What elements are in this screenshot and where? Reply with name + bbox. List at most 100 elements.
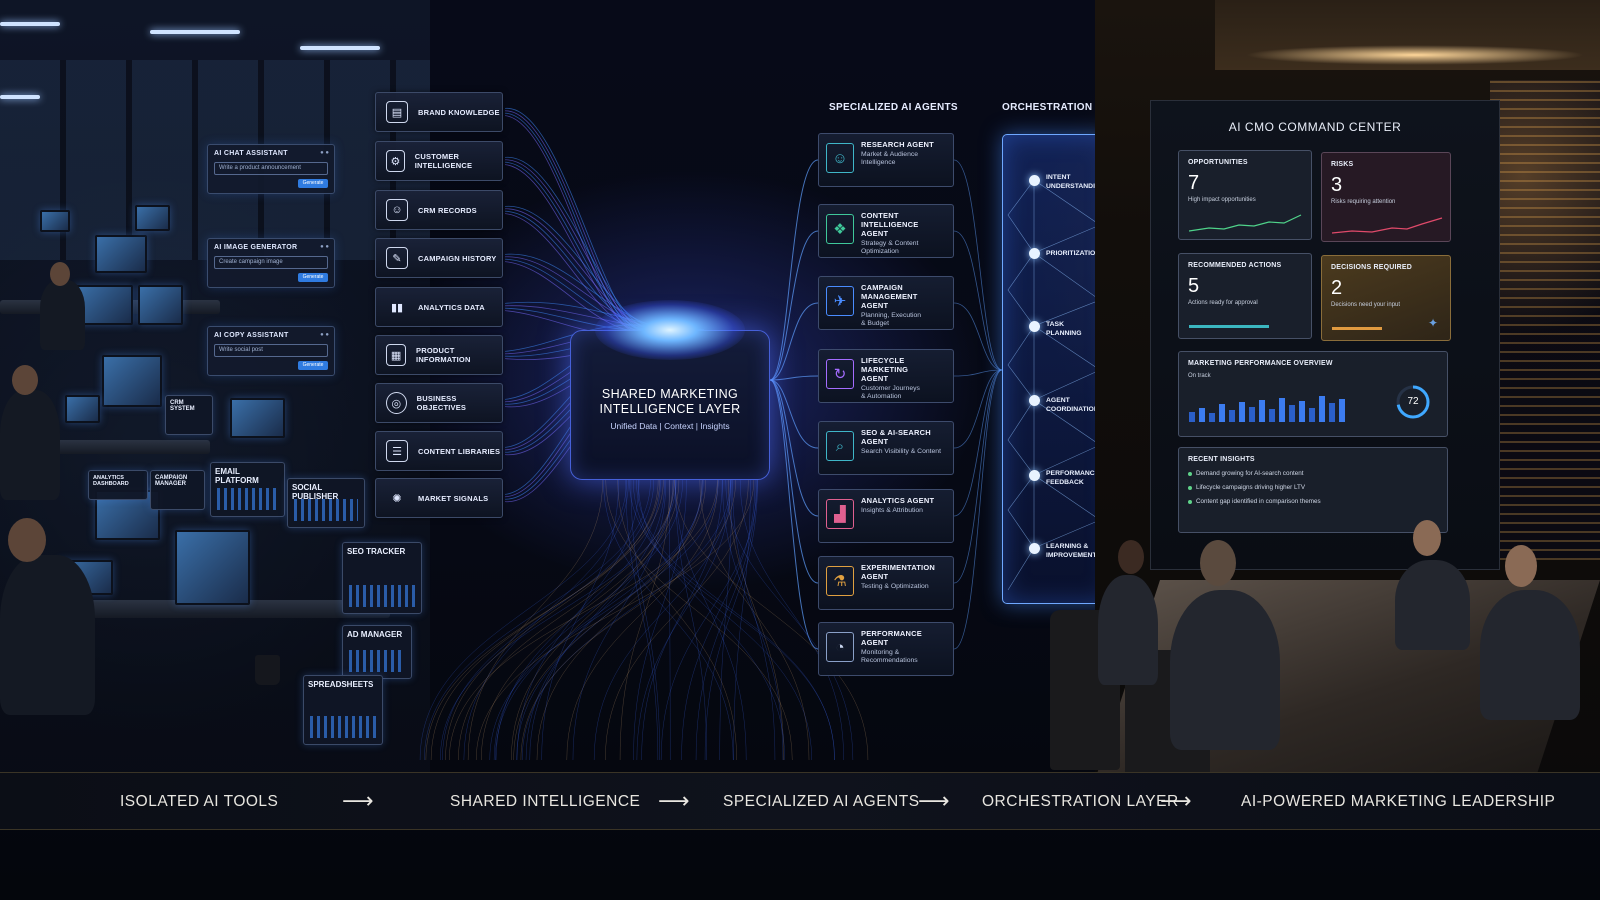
performance-bar: [1219, 404, 1225, 422]
agent-seo-ai-search[interactable]: ⌕ SEO & AI-SEARCH AGENT Search Visibilit…: [818, 421, 954, 475]
source-label: PRODUCT INFORMATION: [416, 346, 502, 364]
executive: [1480, 590, 1580, 720]
chart-icon: ▟: [826, 499, 854, 529]
data-stream: [496, 480, 661, 760]
data-stream: [440, 480, 676, 760]
agent-name-line: CAMPAIGN MANAGEMENT: [861, 283, 947, 301]
insight-item[interactable]: Content gap identified in comparison the…: [1188, 498, 1438, 505]
source-product-information[interactable]: ▦ PRODUCT INFORMATION: [375, 335, 503, 375]
arrow-right-icon: ⟶: [342, 788, 374, 814]
performance-bar: [1209, 413, 1215, 422]
flow-step: AI-POWERED MARKETING LEADERSHIP: [1241, 793, 1555, 811]
data-stream: [494, 480, 683, 760]
orchestration-link: [954, 370, 1002, 516]
performance-bar: [1279, 398, 1285, 422]
performance-bar: [1269, 409, 1275, 422]
decisions-required-card[interactable]: DECISIONS REQUIRED 2 Decisions need your…: [1321, 255, 1451, 341]
performance-bar: [1189, 412, 1195, 422]
source-label: CUSTOMER INTELLIGENCE: [415, 152, 502, 170]
recommended-actions-card[interactable]: RECOMMENDED ACTIONS 5 Actions ready for …: [1178, 253, 1312, 339]
gauge-icon: ◔: [826, 632, 854, 662]
source-analytics-data[interactable]: ▮▮ ANALYTICS DATA: [375, 287, 503, 327]
agent-name: EXPERIMENTATION AGENT: [861, 563, 947, 581]
orchestration-link: [954, 370, 1002, 649]
performance-bar: [1329, 403, 1335, 422]
card-desc: Actions ready for approval: [1188, 300, 1302, 306]
ceiling-glow: [1245, 45, 1585, 65]
data-stream: [633, 480, 811, 760]
agent-desc-line: & Automation: [861, 393, 947, 401]
card-desc: Risks requiring attention: [1331, 199, 1441, 205]
orchestration-link: [954, 370, 1002, 583]
grid-icon: ▦: [386, 344, 406, 366]
user-gear-icon: ⚙: [386, 150, 405, 172]
agent-analytics[interactable]: ▟ ANALYTICS AGENT Insights & Attribution: [818, 489, 954, 543]
cursor-icon: ✦: [1428, 316, 1438, 330]
source-crm-records[interactable]: ☺ CRM RECORDS: [375, 190, 503, 230]
agent-name-line: AGENT: [861, 229, 947, 238]
card-title: DECISIONS REQUIRED: [1331, 264, 1441, 271]
performance-bar-chart: [1189, 392, 1369, 422]
executive-head: [1505, 545, 1537, 587]
data-stream: [675, 480, 706, 760]
performance-overview-card[interactable]: MARKETING PERFORMANCE OVERVIEW On track …: [1178, 351, 1448, 437]
source-link: [505, 111, 640, 330]
data-stream: [442, 480, 653, 760]
core-title: SHARED MARKETING INTELLIGENCE LAYER: [580, 387, 760, 417]
recent-insights-card[interactable]: RECENT INSIGHTS Demand growing for AI-se…: [1178, 447, 1448, 533]
agent-performance[interactable]: ◔ PERFORMANCE AGENT Monitoring & Recomme…: [818, 622, 954, 676]
opportunities-sparkline: [1189, 213, 1304, 233]
core-glow: [595, 300, 745, 360]
data-stream: [638, 480, 784, 760]
rocket-icon: ✈: [826, 286, 854, 316]
data-stream: [449, 480, 717, 760]
agent-name: ANALYTICS AGENT: [861, 496, 947, 505]
opportunities-card[interactable]: OPPORTUNITIES 7 High impact opportunitie…: [1178, 150, 1312, 240]
insight-item[interactable]: Lifecycle campaigns driving higher LTV: [1188, 484, 1438, 491]
data-stream: [537, 480, 702, 760]
card-value: 2: [1331, 277, 1441, 300]
document-icon: ✎: [386, 247, 408, 269]
city-window: [1490, 80, 1600, 560]
source-campaign-history[interactable]: ✎ CAMPAIGN HISTORY: [375, 238, 503, 278]
source-brand-knowledge[interactable]: ▤ BRAND KNOWLEDGE: [375, 92, 503, 132]
orchestration-node: [1029, 543, 1040, 554]
performance-bar: [1259, 400, 1265, 422]
source-customer-intelligence[interactable]: ⚙ CUSTOMER INTELLIGENCE: [375, 141, 503, 181]
data-stream: [729, 480, 784, 760]
card-value: 7: [1188, 172, 1302, 195]
agent-name: SEO & AI-SEARCH AGENT: [861, 428, 947, 446]
source-label: CAMPAIGN HISTORY: [418, 254, 496, 263]
agent-name: LIFECYCLE MARKETINGAGENT: [861, 356, 947, 383]
agent-name: CAMPAIGN MANAGEMENTAGENT: [861, 283, 947, 310]
agent-content-intelligence[interactable]: ❖ CONTENT INTELLIGENCEAGENT Strategy & C…: [818, 204, 954, 258]
agent-experimentation[interactable]: ⚗ EXPERIMENTATION AGENT Testing & Optimi…: [818, 556, 954, 610]
executive-head: [1413, 520, 1441, 556]
card-title: OPPORTUNITIES: [1188, 159, 1302, 166]
search-icon: ⌕: [826, 431, 854, 461]
agent-lifecycle-marketing[interactable]: ↻ LIFECYCLE MARKETINGAGENT Customer Jour…: [818, 349, 954, 403]
source-content-libraries[interactable]: ☰ CONTENT LIBRARIES: [375, 431, 503, 471]
arrow-right-icon: ⟶: [1160, 788, 1192, 814]
card-title: RECENT INSIGHTS: [1188, 456, 1438, 463]
orchestration-node: [1029, 470, 1040, 481]
risks-card[interactable]: RISKS 3 Risks requiring attention: [1321, 152, 1451, 242]
agent-research[interactable]: ☺ RESEARCH AGENT Market & AudienceIntell…: [818, 133, 954, 187]
risks-sparkline: [1332, 215, 1444, 235]
data-stream: [636, 480, 834, 760]
card-title: MARKETING PERFORMANCE OVERVIEW: [1188, 360, 1438, 367]
agent-name: PERFORMANCE AGENT: [861, 629, 947, 647]
executive: [1170, 590, 1280, 750]
agent-desc: Insights & Attribution: [861, 507, 947, 515]
performance-bar: [1339, 399, 1345, 422]
orchestration-link: [954, 160, 1002, 370]
agent-name: RESEARCH AGENT: [861, 140, 947, 149]
source-business-objectives[interactable]: ◎ BUSINESS OBJECTIVES: [375, 383, 503, 423]
agent-campaign-management[interactable]: ✈ CAMPAIGN MANAGEMENTAGENT Planning, Exe…: [818, 276, 954, 330]
source-market-signals[interactable]: ✺ MARKET SIGNALS: [375, 478, 503, 518]
data-stream: [468, 480, 603, 760]
agent-desc: Monitoring & Recommendations: [861, 649, 947, 665]
orchestration-link: [954, 303, 1002, 370]
insight-item[interactable]: Demand growing for AI-search content: [1188, 470, 1438, 477]
